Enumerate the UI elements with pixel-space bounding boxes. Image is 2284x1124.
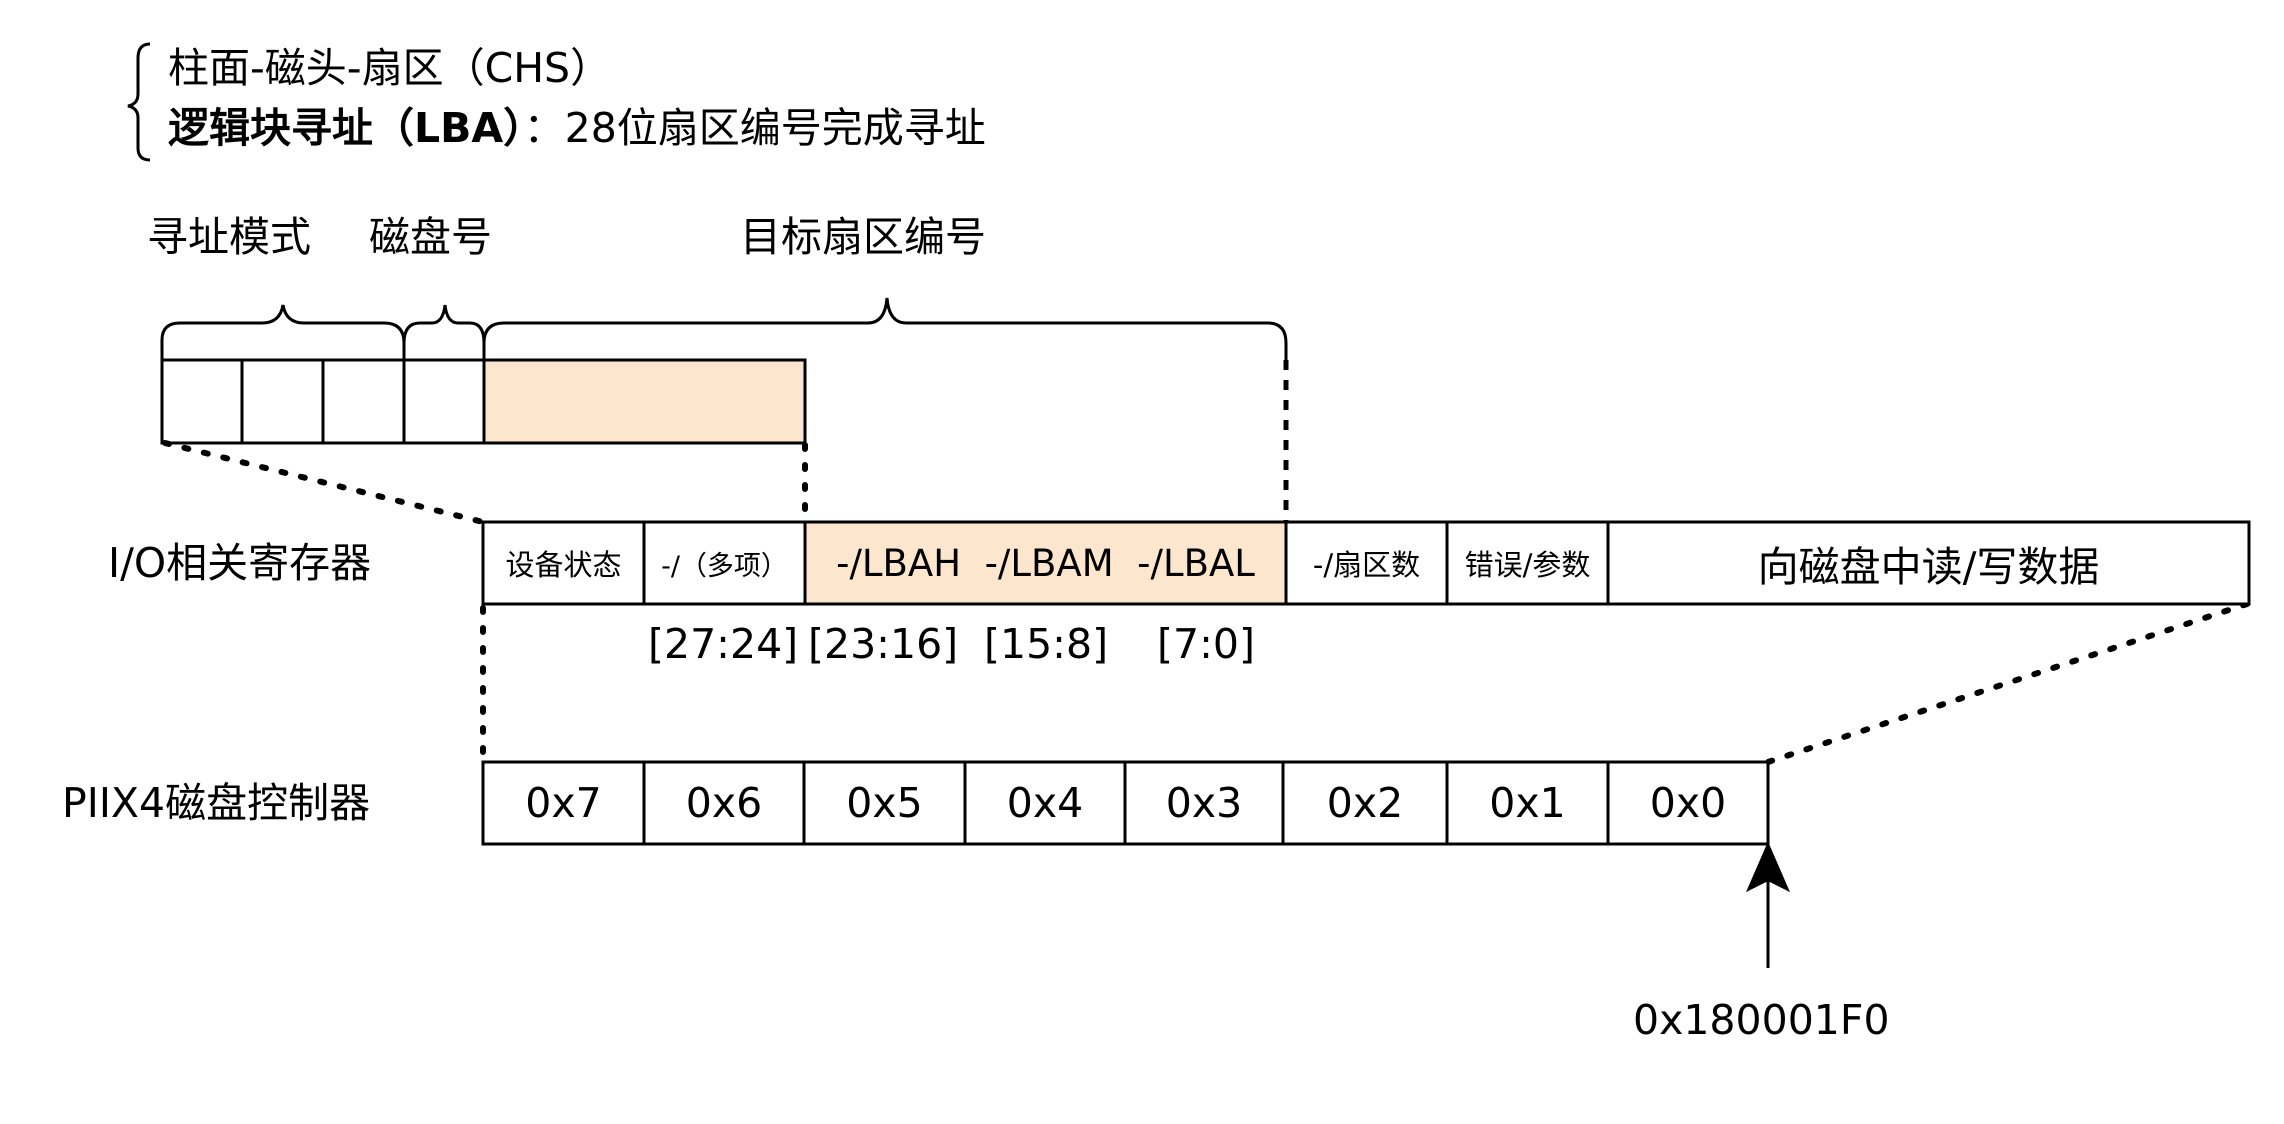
ctrl-cell-0x5: 0x5 <box>846 779 923 827</box>
ctrl-cell-0x6: 0x6 <box>685 779 763 827</box>
lba-bit-1 <box>321 358 406 445</box>
ctrl-cell-bg-7 <box>1606 760 1770 846</box>
io-cell-error-param: 错误/参数 <box>1464 548 1591 582</box>
ctrl-cell-bg-1 <box>642 760 806 846</box>
header-line-lba: 逻辑块寻址（LBA）：28位扇区编号完成寻址 <box>168 108 986 149</box>
ctrl-cell-0x2: 0x2 <box>1326 779 1404 827</box>
base-address-label: 0x180001F0 <box>1633 996 1890 1044</box>
label-target-sector: 目标扇区编号 <box>740 213 986 261</box>
io-cell-bg-0 <box>481 520 646 606</box>
bit-range-15-8: [15:8] <box>984 620 1109 668</box>
ctrl-cell-bg-4 <box>1123 760 1285 846</box>
lba-bit-0 <box>402 358 486 445</box>
bit-range-7-0: [7:0] <box>1157 620 1255 668</box>
io-cell-multi: -/（多项） <box>661 550 788 582</box>
ctrl-cell-0x7: 0x7 <box>525 779 602 827</box>
ctrl-cell-0x3: 0x3 <box>1165 779 1243 827</box>
header-line-chs: 柱面-磁头-扇区（CHS） <box>168 44 612 92</box>
io-cell-sector-count: -/扇区数 <box>1312 548 1421 582</box>
controller-row-label: PIIX4磁盘控制器 <box>62 779 371 827</box>
brace-target-sector <box>482 297 1288 360</box>
base-address-arrow-head <box>1745 841 1791 893</box>
bit-range-27-24: [27:24] <box>648 620 799 668</box>
header-lba-term: 逻辑块寻址（LBA） <box>168 104 524 152</box>
ctrl-cell-bg-2 <box>802 760 967 846</box>
lba-bit-2 <box>240 358 325 445</box>
brace-addr-mode <box>160 304 406 360</box>
ctrl-cell-0x4: 0x4 <box>1006 779 1084 827</box>
dotted-connector-right <box>1765 601 2250 765</box>
io-row-label: I/O相关寄存器 <box>108 539 372 587</box>
ctrl-cell-0x1: 0x1 <box>1489 779 1566 827</box>
io-cell-data: 向磁盘中读/写数据 <box>1757 543 2100 591</box>
io-cell-lba: -/LBAH -/LBAM -/LBAL <box>836 541 1255 585</box>
header-lba-desc: ：28位扇区编号完成寻址 <box>523 104 986 152</box>
header-brace <box>127 42 151 162</box>
io-cell-bg-5 <box>1606 520 2251 606</box>
label-addr-mode: 寻址模式 <box>147 213 311 261</box>
dotted-connector-left-top <box>162 440 486 525</box>
io-cell-bg-3 <box>1284 520 1449 606</box>
label-disk-no: 磁盘号 <box>369 213 492 261</box>
bit-range-23-16: [23:16] <box>808 620 959 668</box>
brace-disk-no <box>402 304 486 360</box>
ctrl-cell-0x0: 0x0 <box>1649 779 1727 827</box>
ctrl-cell-bg-5 <box>1281 760 1449 846</box>
lba-sector-field <box>482 358 807 445</box>
lba-bit-3 <box>160 358 244 445</box>
io-cell-device-status: 设备状态 <box>505 548 622 582</box>
